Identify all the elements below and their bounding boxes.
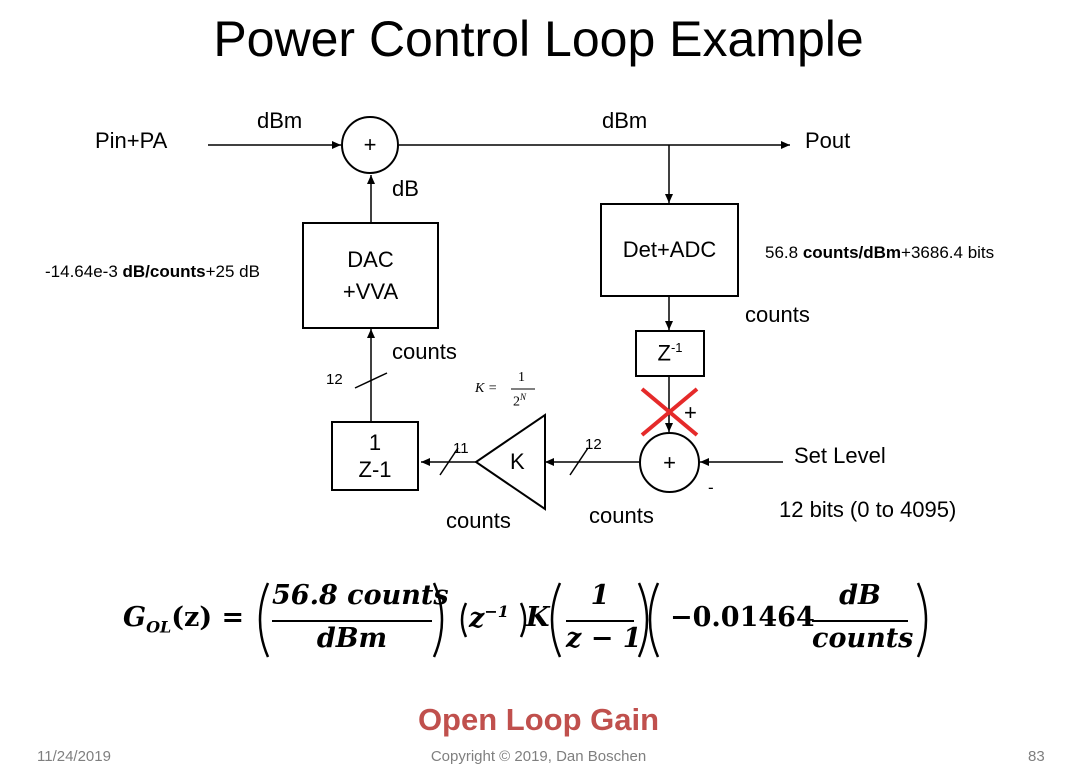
dac-gain-offset: +25 dB (205, 262, 260, 281)
footer-page-number: 83 (1028, 748, 1045, 765)
dac-gain-units: dB/counts (122, 262, 206, 281)
feedback-plus-sign: + (684, 400, 697, 425)
k-formula: K = 1 2N (475, 370, 545, 414)
open-loop-gain-caption: Open Loop Gain (417, 702, 660, 737)
det-gain-offset: +3686.4 bits (901, 243, 995, 262)
k-gain-label: K (510, 449, 525, 474)
db-label: dB (392, 176, 419, 201)
footer-copyright: Copyright © 2019, Dan Boschen (430, 748, 647, 765)
bus-slash-k-out (439, 447, 459, 476)
dbm-label-right: dBm (602, 108, 648, 133)
equation-term4-denominator: z − 1 (566, 623, 642, 654)
det-adc-block: Det+ADC (600, 203, 739, 297)
equation-delay-term: z−1 (469, 602, 509, 634)
equation-z: z (469, 603, 485, 634)
sum-bottom-symbol: + (663, 449, 676, 475)
equation-term5-denominator: counts (812, 623, 914, 654)
det-gain-units: counts/dBm (802, 243, 902, 262)
dac-vva-block: DAC +VVA (302, 222, 439, 329)
counts-label-sum: counts (589, 503, 654, 528)
counts-label-dac: counts (392, 339, 457, 364)
set-level-label: Set Level (794, 443, 886, 468)
delay-exponent: -1 (670, 340, 683, 356)
k-formula-lhs: K = (475, 381, 498, 396)
det-gain-annotation: 56.8 counts/dBm+3686.4 bits (765, 243, 994, 263)
bus-width-12: 12 (585, 436, 602, 453)
k-formula-denominator: 2N (513, 392, 526, 411)
dac-line1: DAC (347, 246, 394, 272)
counts-label-det: counts (745, 302, 810, 327)
det-gain-coef: 56.8 (765, 243, 803, 262)
integrator-numerator: 1 (368, 429, 382, 455)
equation-term1-numerator: 56.8 counts (272, 580, 449, 611)
summing-junction-error: + (639, 432, 700, 493)
slide-title: Power Control Loop Example (213, 11, 864, 67)
set-level-bits: 12 bits (0 to 4095) (779, 497, 957, 522)
dbm-label-left: dBm (257, 108, 303, 133)
integrator-denominator: Z-1 (358, 457, 392, 482)
footer-date: 11/24/2019 (37, 748, 111, 765)
unit-delay-block: Z-1 (635, 330, 705, 377)
pin-label: Pin+PA (95, 128, 168, 153)
dac-line2: +VVA (342, 278, 399, 304)
bus-slash-dac (354, 372, 388, 389)
delay-z: Z (657, 340, 671, 366)
dac-gain-annotation: -14.64e-3 dB/counts+25 dB (45, 262, 260, 282)
disconnect-cross (640, 387, 699, 437)
counts-label-k: counts (446, 508, 511, 533)
equation-subscript: OL (146, 617, 172, 637)
equation-k: K (526, 602, 550, 633)
sum-top-symbol: + (363, 132, 377, 157)
equation-coefficient: −0.01464 (670, 602, 815, 633)
summing-junction-output: + (341, 116, 399, 174)
dac-gain-coef: -14.64e-3 (45, 262, 123, 281)
k-formula-base: 2 (513, 394, 520, 410)
equation-term5-numerator: dB (839, 580, 881, 611)
equation-g: G (123, 602, 147, 633)
bus-width-dac: 12 (326, 371, 343, 388)
equation-term4-numerator: 1 (590, 580, 610, 611)
integrator-block: 1 Z-1 (331, 421, 419, 491)
pout-label: Pout (805, 128, 851, 153)
setpoint-minus-sign: - (708, 478, 714, 497)
equation-term1-denominator: dBm (316, 623, 388, 654)
delay-label: Z-1 (657, 340, 682, 366)
equation-lhs: GOL(z) = (123, 602, 244, 636)
equation-argument: (z) = (171, 602, 245, 633)
k-formula-exponent: N (520, 392, 527, 402)
det-label: Det+ADC (622, 237, 717, 262)
bus-width-11: 11 (453, 440, 469, 457)
equation-z-exponent: −1 (484, 602, 509, 621)
bus-slash-sum-out (569, 447, 589, 476)
k-amplifier-triangle (474, 413, 546, 511)
k-formula-numerator: 1 (518, 370, 525, 385)
